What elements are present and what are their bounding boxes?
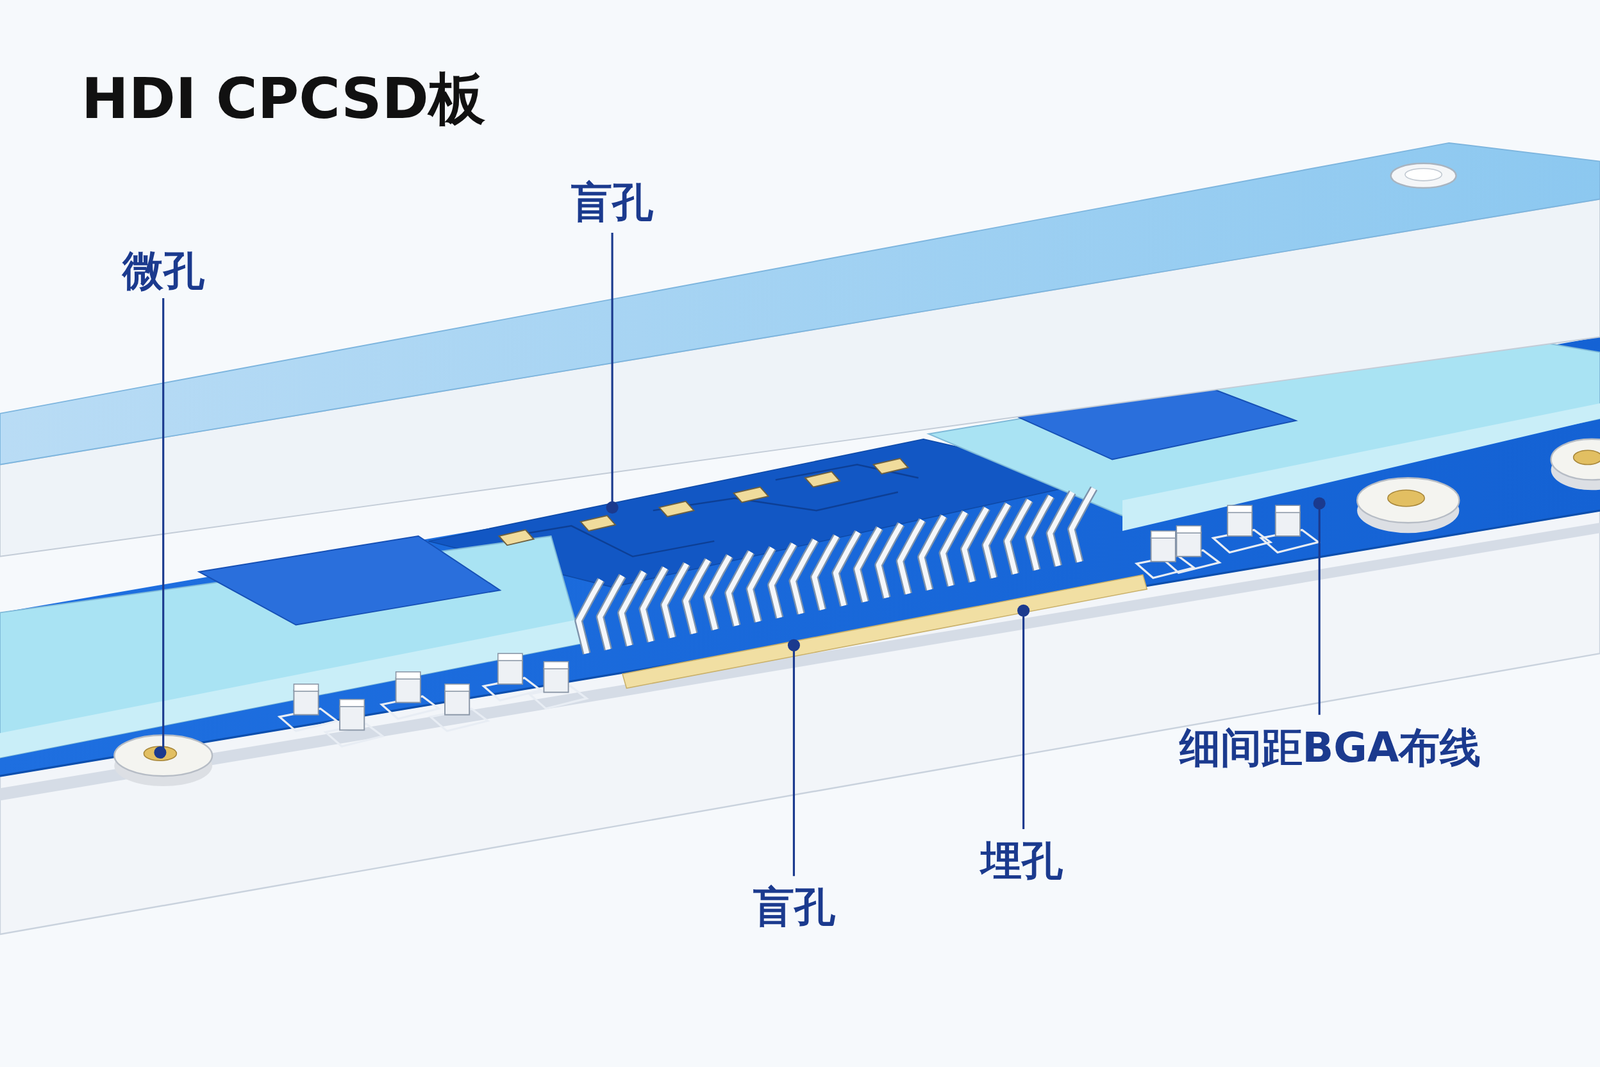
drawing-part xyxy=(606,501,619,514)
drawing-part xyxy=(0,510,1600,776)
drawing-part xyxy=(1176,532,1201,557)
drawing-part xyxy=(873,458,909,474)
drawing-part xyxy=(1071,488,1094,563)
drawing-part xyxy=(1176,525,1201,533)
drawing-part xyxy=(0,535,582,758)
callout-label: 埋孔 xyxy=(980,837,1063,883)
drawing-part xyxy=(580,515,616,531)
smd-components xyxy=(279,505,1318,747)
drawing-part xyxy=(543,661,568,669)
drawing-part xyxy=(1022,612,1025,829)
drawing-part xyxy=(396,671,421,679)
drawing-part xyxy=(153,746,167,759)
drawing-part xyxy=(1151,530,1176,538)
drawing-part xyxy=(1551,439,1600,481)
drawing-part xyxy=(293,683,318,692)
left-chip-module xyxy=(0,535,582,758)
leader-lines xyxy=(153,232,1325,876)
drawing-part xyxy=(396,677,421,702)
drawing-part xyxy=(498,529,534,545)
drawing-part xyxy=(0,618,582,758)
drawing-part xyxy=(293,689,318,715)
drawing-part xyxy=(1573,450,1600,465)
drawing-part xyxy=(339,705,365,730)
diagram-title: HDI CPCSD板 xyxy=(81,60,486,138)
drawing-part xyxy=(733,487,769,503)
drawing-part xyxy=(805,471,840,488)
drawing-part xyxy=(658,501,694,517)
drawing-part xyxy=(339,699,365,707)
drawing-part xyxy=(1227,505,1252,513)
drawing-part xyxy=(198,535,500,625)
trace-group xyxy=(578,488,1095,654)
top-plate xyxy=(0,142,1600,557)
drawing-part xyxy=(0,522,1600,800)
drawing-part xyxy=(510,525,715,557)
drawing-part xyxy=(1391,163,1457,188)
drawing-part xyxy=(787,639,800,652)
drawing-part xyxy=(1227,511,1252,536)
drawing-part xyxy=(792,647,795,877)
gold-strip xyxy=(622,574,1147,688)
drawing-part xyxy=(1275,511,1300,536)
drawing-part xyxy=(444,689,470,715)
drawing-part xyxy=(1405,168,1442,181)
drawing-part xyxy=(0,142,1600,465)
drawing-part xyxy=(1017,604,1030,617)
drawing-part xyxy=(1357,477,1459,523)
drawing-part xyxy=(1071,488,1094,563)
callout-label: 微孔 xyxy=(122,248,205,293)
drawing-part xyxy=(1313,496,1326,509)
callout-label: 盲孔 xyxy=(753,883,836,929)
drawing-part xyxy=(1151,537,1176,562)
drawing-part xyxy=(143,746,177,761)
drawing-part xyxy=(1275,505,1300,513)
drawing-part xyxy=(1318,505,1321,715)
drawing-part xyxy=(611,232,614,506)
drawing-part xyxy=(162,298,165,750)
drawing-part xyxy=(498,659,523,684)
callout-label: 细间距BGA布线 xyxy=(1179,725,1482,770)
drawing-part xyxy=(498,653,523,661)
drawing-part xyxy=(1387,489,1425,506)
drawing-part xyxy=(444,683,470,692)
callout-label: 盲孔 xyxy=(571,179,654,225)
drawing-part xyxy=(543,667,568,692)
